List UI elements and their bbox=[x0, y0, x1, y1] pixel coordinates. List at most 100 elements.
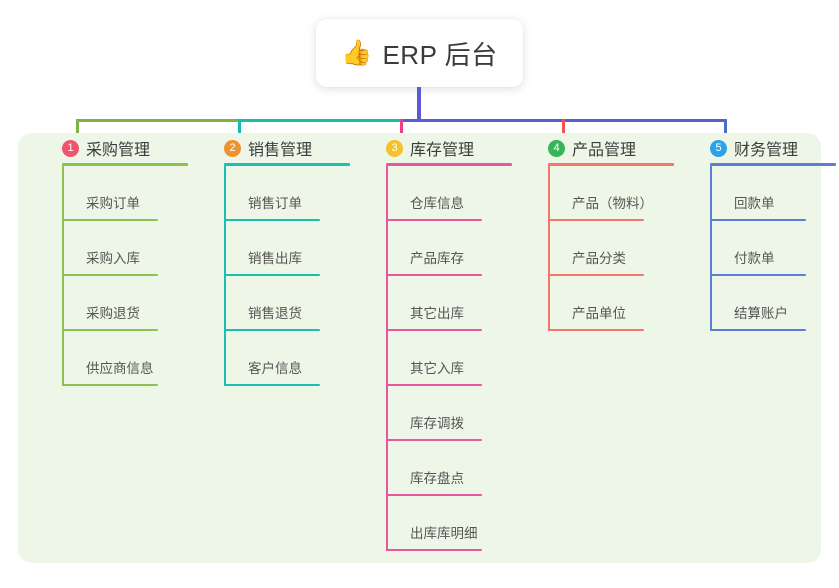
root-title: ERP 后台 bbox=[382, 39, 498, 70]
leaf-underline bbox=[224, 384, 320, 386]
leaf-item[interactable]: 库存调拨 bbox=[386, 386, 524, 441]
leaf-underline bbox=[386, 274, 482, 276]
column-title-4: 产品管理 bbox=[572, 142, 637, 159]
leaf-label: 供应商信息 bbox=[86, 361, 154, 376]
column-header-4[interactable]: 4 产品管理 bbox=[526, 133, 686, 163]
leaf-label: 销售订单 bbox=[248, 196, 302, 211]
column-2: 2 销售管理销售订单销售出库销售退货客户信息 bbox=[202, 133, 362, 386]
column-spine-2 bbox=[224, 166, 226, 386]
column-items-4: 产品（物料） 产品分类产品单位 bbox=[548, 166, 686, 331]
leaf-item[interactable]: 其它入库 bbox=[386, 331, 524, 386]
leaf-item[interactable]: 产品单位 bbox=[548, 276, 686, 331]
leaf-label: 客户信息 bbox=[248, 361, 302, 376]
leaf-item[interactable]: 采购退货 bbox=[62, 276, 200, 331]
leaf-item[interactable]: 付款单 bbox=[710, 221, 839, 276]
column-1: 1 采购管理采购订单采购入库采购退货供应商信息 bbox=[40, 133, 200, 386]
leaf-underline bbox=[710, 329, 806, 331]
column-title-2: 销售管理 bbox=[248, 142, 313, 159]
root-stem bbox=[417, 87, 421, 122]
column-badge-2: 2 bbox=[224, 139, 241, 157]
leaf-item[interactable]: 结算账户 bbox=[710, 276, 839, 331]
leaf-label: 采购订单 bbox=[86, 196, 140, 211]
column-items-1: 采购订单采购入库采购退货供应商信息 bbox=[62, 166, 200, 386]
column-badge-3: 3 bbox=[386, 139, 403, 157]
root-node[interactable]: 👍 ERP 后台 bbox=[316, 19, 523, 87]
column-underline-4 bbox=[548, 163, 674, 166]
column-spine-5 bbox=[710, 166, 712, 331]
leaf-item[interactable]: 回款单 bbox=[710, 166, 839, 221]
leaf-label: 产品分类 bbox=[572, 251, 626, 266]
leaf-label: 采购入库 bbox=[86, 251, 140, 266]
column-header-1[interactable]: 1 采购管理 bbox=[40, 133, 200, 163]
leaf-label: 产品单位 bbox=[572, 306, 626, 321]
leaf-label: 库存盘点 bbox=[410, 471, 464, 486]
leaf-item[interactable]: 产品（物料） bbox=[548, 166, 686, 221]
thumbs-up-icon: 👍 bbox=[341, 38, 373, 67]
leaf-item[interactable]: 产品分类 bbox=[548, 221, 686, 276]
leaf-label: 出库库明细 bbox=[410, 526, 478, 541]
leaf-underline bbox=[224, 219, 320, 221]
column-items-5: 回款单付款单结算账户 bbox=[710, 166, 839, 331]
column-spine-4 bbox=[548, 166, 550, 331]
leaf-label: 库存调拨 bbox=[410, 416, 464, 431]
leaf-underline bbox=[386, 219, 482, 221]
leaf-label: 产品库存 bbox=[410, 251, 464, 266]
bus-segment-green bbox=[76, 119, 240, 122]
leaf-underline bbox=[548, 274, 644, 276]
leaf-item[interactable]: 其它出库 bbox=[386, 276, 524, 331]
leaf-underline bbox=[710, 219, 806, 221]
leaf-item[interactable]: 销售退货 bbox=[224, 276, 362, 331]
leaf-underline bbox=[224, 329, 320, 331]
leaf-underline bbox=[386, 329, 482, 331]
leaf-item[interactable]: 供应商信息 bbox=[62, 331, 200, 386]
column-underline-2 bbox=[224, 163, 350, 166]
column-title-1: 采购管理 bbox=[86, 142, 151, 159]
leaf-label: 付款单 bbox=[734, 251, 775, 266]
leaf-item[interactable]: 销售订单 bbox=[224, 166, 362, 221]
leaf-item[interactable]: 采购入库 bbox=[62, 221, 200, 276]
column-spine-1 bbox=[62, 166, 64, 386]
leaf-label: 销售出库 bbox=[248, 251, 302, 266]
column-3: 3 库存管理仓库信息产品库存其它出库其它入库库存调拨库存盘点出库库明细 bbox=[364, 133, 524, 551]
column-badge-4: 4 bbox=[548, 139, 565, 157]
leaf-item[interactable]: 产品库存 bbox=[386, 221, 524, 276]
leaf-label: 其它出库 bbox=[410, 306, 464, 321]
leaf-underline bbox=[548, 219, 644, 221]
leaf-label: 仓库信息 bbox=[410, 196, 464, 211]
column-header-3[interactable]: 3 库存管理 bbox=[364, 133, 524, 163]
column-badge-1: 1 bbox=[62, 139, 79, 157]
leaf-item[interactable]: 客户信息 bbox=[224, 331, 362, 386]
leaf-underline bbox=[62, 384, 158, 386]
leaf-item[interactable]: 出库库明细 bbox=[386, 496, 524, 551]
leaf-item[interactable]: 仓库信息 bbox=[386, 166, 524, 221]
column-underline-1 bbox=[62, 163, 188, 166]
leaf-underline bbox=[386, 384, 482, 386]
column-header-2[interactable]: 2 销售管理 bbox=[202, 133, 362, 163]
leaf-underline bbox=[548, 329, 644, 331]
column-spine-3 bbox=[386, 166, 388, 551]
leaf-item[interactable]: 库存盘点 bbox=[386, 441, 524, 496]
leaf-underline bbox=[62, 219, 158, 221]
column-items-3: 仓库信息产品库存其它出库其它入库库存调拨库存盘点出库库明细 bbox=[386, 166, 524, 551]
leaf-item[interactable]: 销售出库 bbox=[224, 221, 362, 276]
leaf-label: 结算账户 bbox=[734, 306, 788, 321]
column-underline-3 bbox=[386, 163, 512, 166]
leaf-label: 采购退货 bbox=[86, 306, 140, 321]
leaf-underline bbox=[386, 439, 482, 441]
leaf-item[interactable]: 采购订单 bbox=[62, 166, 200, 221]
column-title-5: 财务管理 bbox=[734, 142, 799, 159]
leaf-underline bbox=[710, 274, 806, 276]
bus-segment-teal bbox=[238, 119, 402, 122]
column-title-3: 库存管理 bbox=[410, 142, 475, 159]
leaf-label: 回款单 bbox=[734, 196, 775, 211]
leaf-underline bbox=[386, 494, 482, 496]
column-4: 4 产品管理产品（物料） 产品分类产品单位 bbox=[526, 133, 686, 331]
leaf-underline bbox=[62, 329, 158, 331]
leaf-underline bbox=[224, 274, 320, 276]
column-underline-5 bbox=[710, 163, 836, 166]
leaf-label: 其它入库 bbox=[410, 361, 464, 376]
diagram-panel: 1 采购管理采购订单采购入库采购退货供应商信息 2 销售管理销售订单销售出库销售退货客… bbox=[18, 133, 836, 563]
leaf-underline bbox=[62, 274, 158, 276]
